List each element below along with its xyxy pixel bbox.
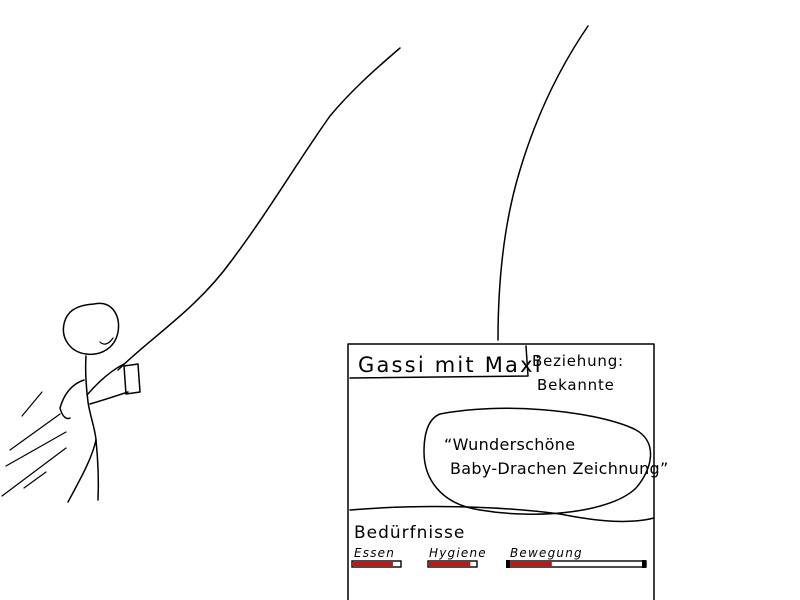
need-bar-fill	[429, 562, 471, 566]
need-label: Bewegung	[510, 546, 583, 560]
need-bar-fill	[353, 562, 393, 566]
need-essen: Essen	[351, 546, 402, 568]
figure-arm-back	[59, 379, 85, 420]
figure-head	[62, 302, 120, 356]
quote-line-1: “Wunderschöne	[444, 435, 575, 454]
drawing-curve-left	[117, 47, 401, 371]
need-bar-end-cap-left	[506, 560, 510, 568]
figure-arm-raised	[86, 363, 125, 396]
motion-line-1	[21, 391, 43, 417]
card-border	[347, 343, 655, 600]
info-card: Gassi mit Maxi Beziehung: Bekannte “Wund…	[347, 343, 669, 600]
motion-line-4	[1, 447, 67, 497]
need-hygiene: Hygiene	[427, 546, 487, 568]
card-title: Gassi mit Maxi	[358, 353, 543, 377]
need-bewegung: Bewegung	[506, 546, 647, 568]
motion-line-2	[9, 413, 61, 451]
drawing-curve-right	[497, 25, 589, 341]
need-label: Hygiene	[429, 546, 487, 560]
figure-leg-front	[95, 439, 100, 501]
figure-smile	[99, 337, 114, 345]
motion-line-3	[5, 431, 67, 467]
need-label: Essen	[354, 546, 395, 560]
relationship-value: Bekannte	[537, 376, 615, 394]
needs-heading: Bedürfnisse	[354, 523, 465, 543]
quote-line-2: Baby-Drachen Zeichnung”	[450, 459, 669, 478]
figure-arm-phone	[89, 391, 129, 405]
relationship-label: Beziehung:	[532, 352, 624, 370]
speech-bubble	[423, 407, 652, 515]
title-box-border	[349, 345, 529, 379]
motion-line-5	[23, 471, 47, 489]
stick-figure	[1, 302, 141, 503]
need-bar-fill	[508, 562, 552, 566]
figure-leg-back	[67, 439, 97, 503]
figure-body	[84, 355, 97, 441]
card-divider	[349, 505, 655, 523]
need-bar-end-cap-right	[642, 560, 646, 568]
phone-icon	[123, 363, 141, 395]
needs-bars: Essen Hygiene Bewegung	[351, 546, 647, 568]
